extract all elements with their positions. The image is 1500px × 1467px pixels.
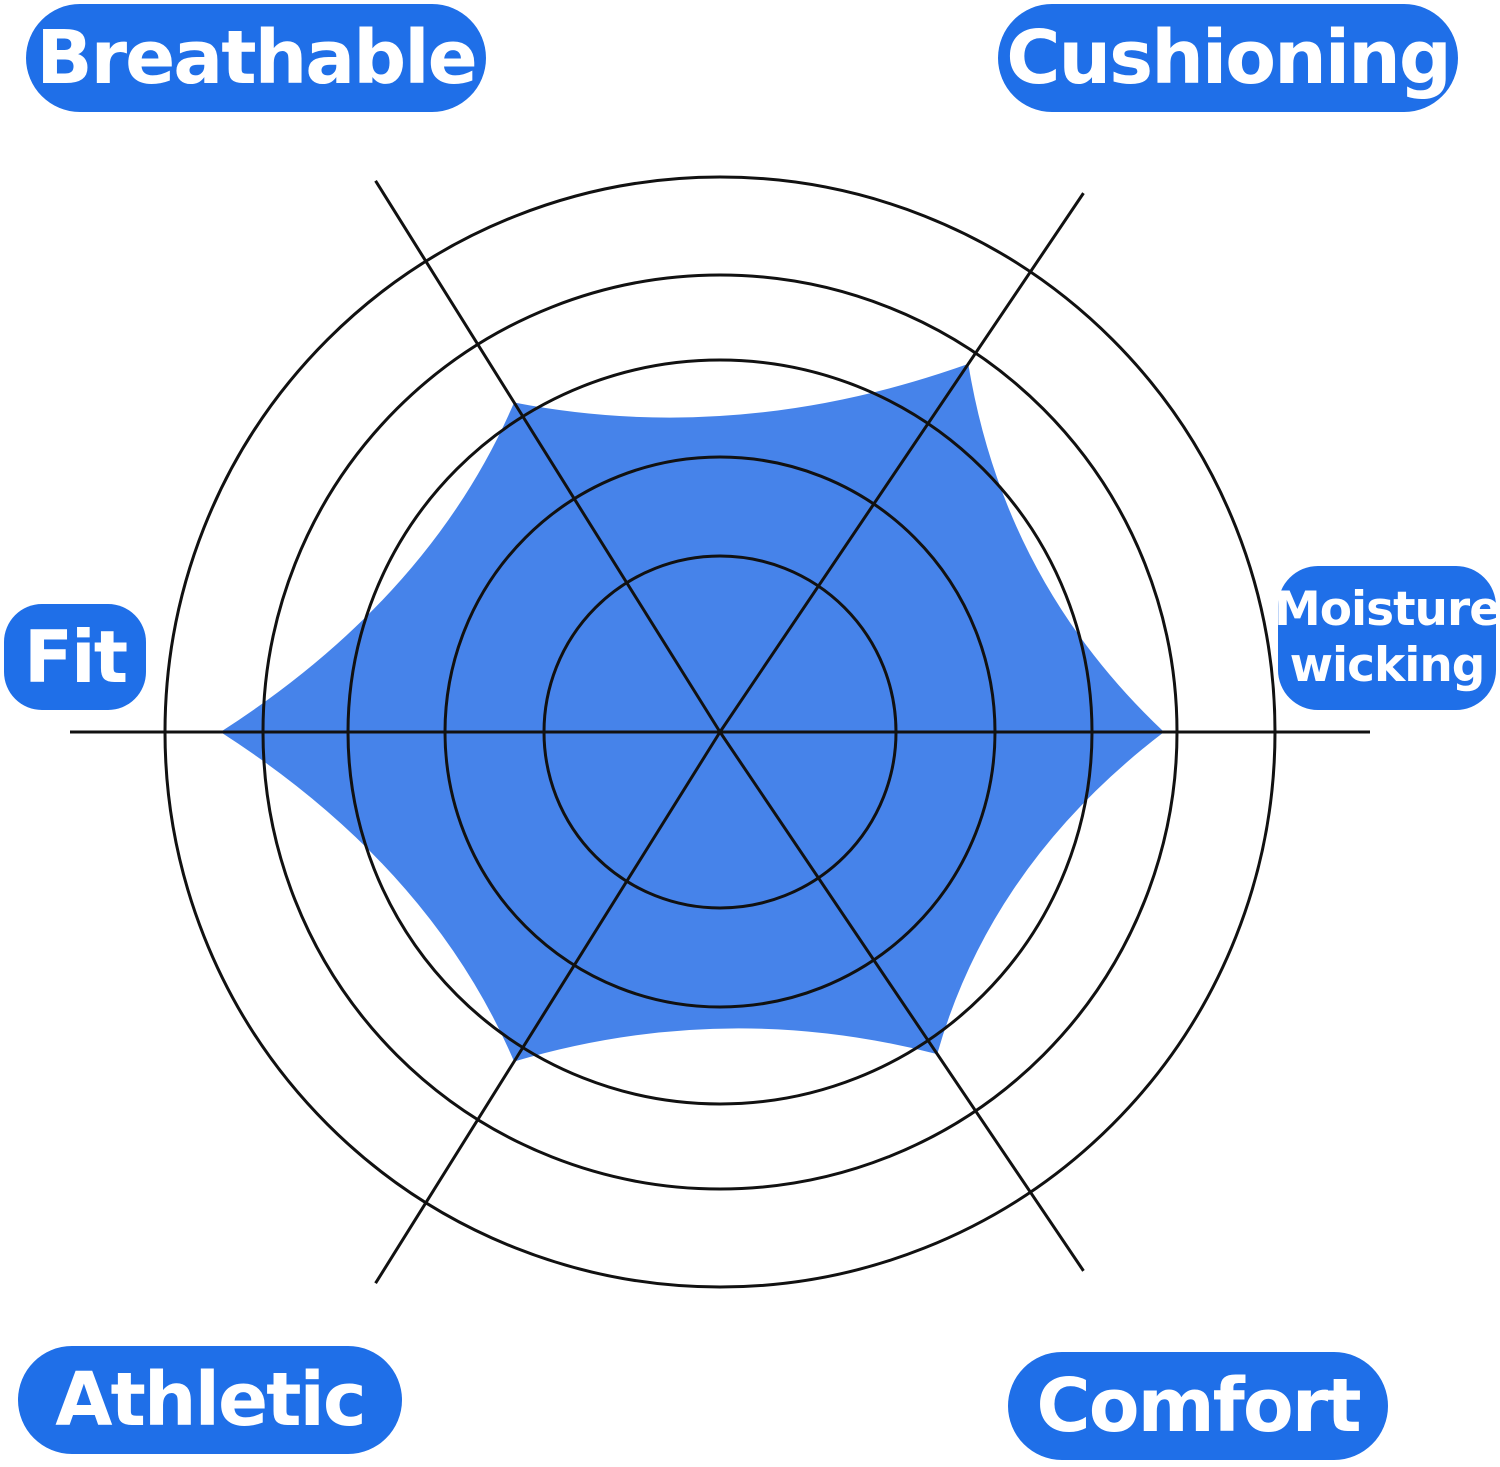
axis-label-fit-text: Fit — [23, 615, 128, 699]
axis-label-cushioning-text: Cushioning — [1006, 15, 1452, 101]
axis-label-breathable-text: Breathable — [36, 15, 478, 101]
spoke-athletic — [374, 731, 722, 1285]
axis-label-moisture-wicking: Moisture wicking — [1274, 566, 1500, 710]
axis-label-athletic-text: Athletic — [55, 1357, 366, 1443]
axis-label-athletic: Athletic — [18, 1346, 402, 1454]
spoke-cushioning — [718, 192, 1085, 733]
spoke-comfort — [718, 731, 1085, 1272]
axis-label-moisture-wicking-text: Moisture wicking — [1273, 582, 1500, 693]
spokes-group — [70, 179, 1370, 1285]
axis-label-breathable: Breathable — [26, 4, 486, 112]
axis-label-comfort: Comfort — [1008, 1352, 1388, 1460]
axis-label-cushioning: Cushioning — [998, 4, 1458, 112]
axis-label-fit: Fit — [4, 604, 146, 710]
spoke-breathable — [374, 179, 722, 733]
axis-label-comfort-text: Comfort — [1036, 1363, 1361, 1449]
data-area — [220, 363, 1164, 1062]
